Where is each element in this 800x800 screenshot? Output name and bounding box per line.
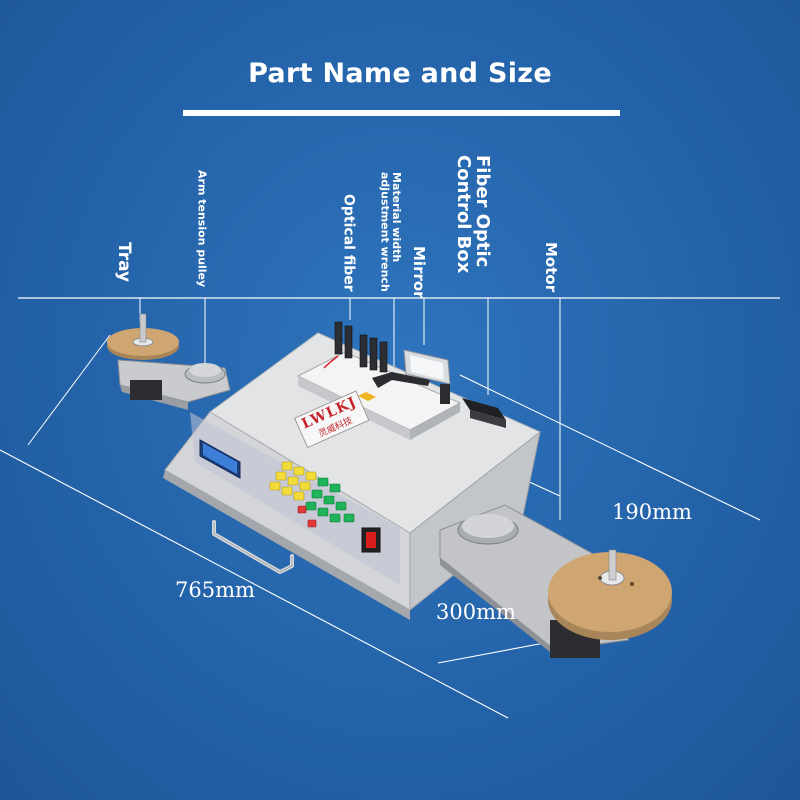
label-material-width-wrench-text: Material width adjustment wrench [378,172,403,292]
dim-line-765 [0,449,509,719]
label-material-width-wrench: Material width adjustment wrench [372,172,403,296]
dimension-depth: 190mm [612,500,692,524]
tray-reel-left [107,313,179,360]
label-optical-fiber: Optical fiber [340,194,357,292]
label-fiber-optic-control-box: Fiber Optic Control Box [441,155,493,289]
dimension-width: 300mm [436,600,516,624]
tray-arm-left [117,359,231,410]
keypad [269,461,355,528]
control-box [462,398,506,428]
label-motor: Motor [541,242,560,293]
label-mirror: Mirror [409,246,428,299]
title-underline [183,110,620,116]
page-title: Part Name and Size [248,58,552,89]
dimension-length: 765mm [175,578,255,602]
dim-line-190b [524,479,561,497]
width-wrench [372,372,430,388]
power-switch [361,527,381,553]
reel-right [548,549,672,640]
optical-fiber-posts [334,321,388,373]
dim-line-765-tick [27,334,111,446]
label-arm-tension-pulley: Arm tension pulley [195,170,209,288]
mirror [403,349,451,404]
dim-line-190 [459,374,761,521]
fiber-cable [323,355,339,369]
label-tray: Tray [113,242,134,283]
front-handle [212,520,294,574]
label-fiber-optic-control-box-text: Fiber Optic Control Box [453,155,493,274]
